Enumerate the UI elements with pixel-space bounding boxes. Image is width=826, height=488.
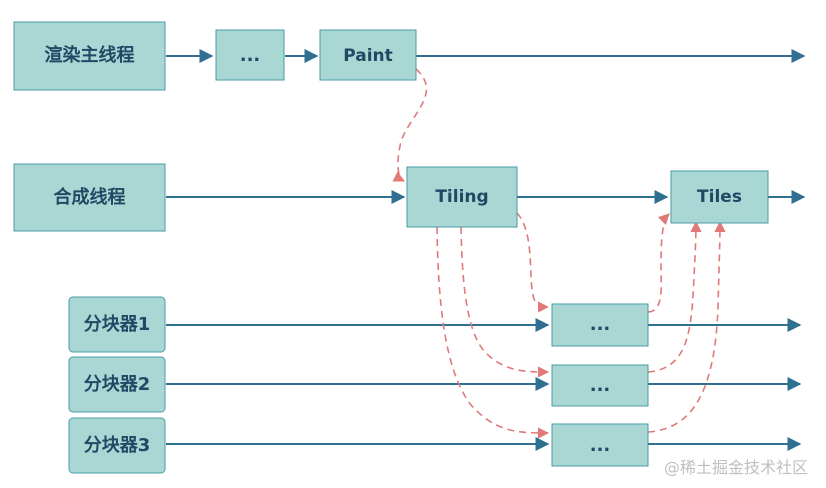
tiler-1-ellipsis-node: ...	[551, 303, 649, 347]
tiler-2-ellipsis-label: ...	[590, 375, 611, 396]
paint-to-tiling-dashed-arrow	[392, 68, 428, 182]
tiler-3-ellipsis-label: ...	[590, 435, 611, 456]
tiler-3-label: 分块器3	[84, 435, 151, 456]
tiler-2-to-tiles-dashed-arrow	[647, 220, 702, 373]
render-thread-label: 渲染主线程	[45, 44, 135, 66]
tiler-3-ellipsis-node: ...	[551, 423, 649, 467]
tiler-1-node: 分块器1	[68, 296, 166, 353]
tiling-to-tiler-1-dashed-arrow	[516, 212, 550, 313]
tiles-node: Tiles	[670, 170, 769, 224]
tiler-2-ellipsis-node: ...	[551, 364, 649, 407]
paint-label: Paint	[343, 46, 393, 66]
tiling-label: Tiling	[435, 187, 488, 207]
render-ellipsis-node: ...	[215, 29, 285, 81]
compositor-thread-node: 合成线程	[13, 163, 166, 232]
compositor-thread-label: 合成线程	[54, 186, 126, 208]
tiler-1-label: 分块器1	[84, 314, 151, 335]
tiler-3-to-tiles-dashed-arrow	[647, 220, 726, 433]
tiler-3-node: 分块器3	[68, 417, 166, 474]
tiling-node: Tiling	[406, 166, 518, 228]
tiling-to-tiler-3-dashed-arrow	[436, 226, 550, 439]
paint-node: Paint	[319, 29, 417, 81]
tiles-label: Tiles	[697, 187, 742, 207]
tiler-2-node: 分块器2	[68, 356, 166, 413]
tiler-2-label: 分块器2	[84, 374, 151, 395]
watermark-text: @稀土掘金技术社区	[663, 458, 808, 477]
tiling-to-tiler-2-dashed-arrow	[460, 226, 550, 378]
render-thread-node: 渲染主线程	[13, 21, 166, 91]
tiler-1-to-tiles-dashed-arrow	[647, 213, 670, 313]
render-ellipsis-label: ...	[240, 45, 261, 66]
tiler-1-ellipsis-label: ...	[590, 314, 611, 335]
